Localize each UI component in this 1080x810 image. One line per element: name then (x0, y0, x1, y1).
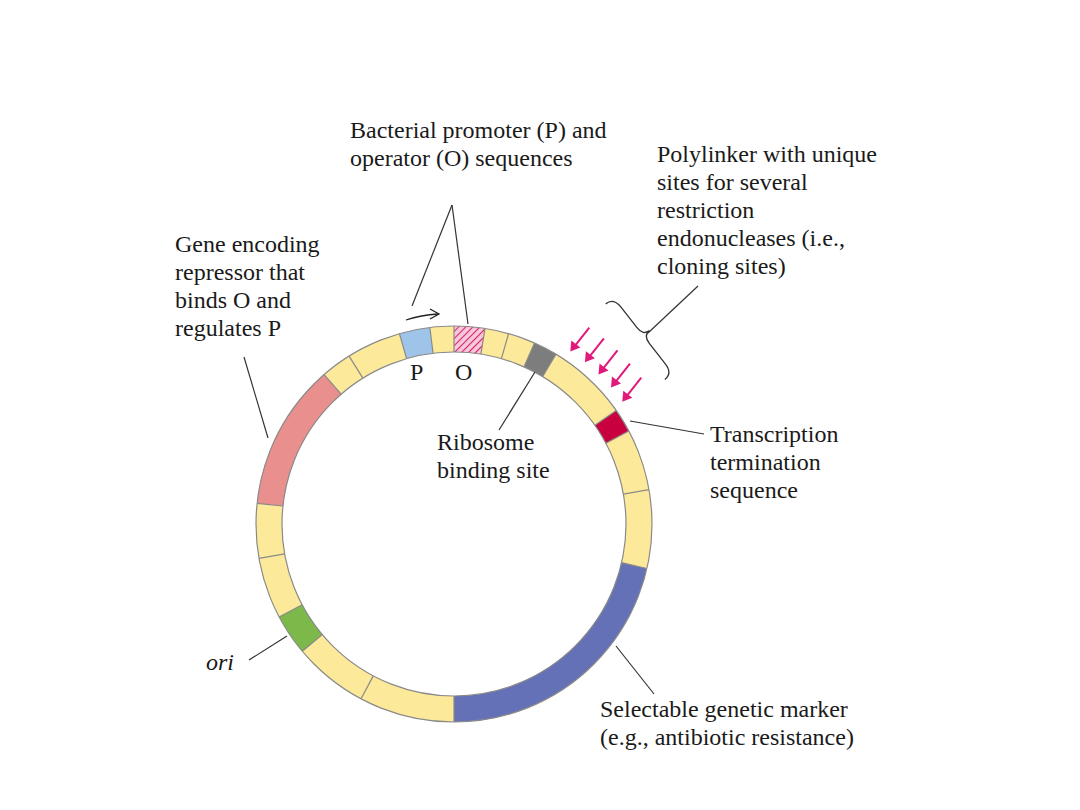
plasmid-backbone (269, 339, 639, 709)
callout-label: Ribosome binding site (437, 428, 555, 484)
segment-divider (430, 327, 433, 353)
segment-divider (481, 328, 485, 354)
terminator-segment (606, 418, 618, 437)
leader-lines (244, 205, 704, 694)
segment-divider (623, 490, 649, 495)
operator-segment (454, 339, 483, 341)
ribosome-binding-segment (529, 355, 549, 365)
segment-divider (302, 635, 322, 652)
plasmid-ring (269, 339, 639, 709)
segment-divider (279, 605, 302, 617)
promoter-segment (403, 340, 431, 346)
segment-divider (543, 354, 556, 376)
callout-label: Gene encoding repressor that binds O and… (175, 230, 351, 342)
segment-letter: P (410, 358, 423, 386)
callout-label: Polylinker with unique sites for several… (657, 140, 879, 280)
polylinker-brace (606, 293, 679, 380)
cloning-arrow (615, 364, 630, 383)
ring-outline (256, 326, 652, 722)
segment-divider (324, 375, 341, 395)
callout-label: ori (206, 648, 234, 676)
segment-divider (595, 410, 616, 425)
ring-outline (282, 352, 626, 696)
callout-label: Transcription termination sequence (710, 420, 875, 504)
transcription-arrow (406, 309, 439, 320)
segment-divider (501, 334, 508, 359)
cloning-arrow (589, 338, 604, 357)
segment-divider (453, 696, 454, 722)
segment-letter: O (455, 358, 472, 386)
segment-divider (259, 554, 285, 559)
cloning-arrow (626, 378, 641, 397)
cloning-arrowhead (598, 363, 608, 374)
callout-label: Bacterial promoter (P) and operator (O) … (350, 116, 612, 172)
cloning-arrowhead (570, 341, 580, 352)
callout-label: Selectable genetic marker (e.g., antibio… (600, 695, 858, 751)
segment-divider (399, 334, 406, 359)
cloning-arrowhead (611, 377, 621, 388)
cloning-arrowhead (585, 351, 595, 362)
segment-divider (606, 431, 629, 443)
segment-divider (622, 563, 647, 569)
cloning-arrow (602, 350, 617, 369)
cloning-site-arrows (570, 328, 641, 402)
segment-divider (257, 503, 283, 506)
segment-divider (349, 356, 363, 378)
selectable-marker-segment (454, 566, 634, 709)
cloning-arrow (574, 328, 589, 347)
segment-divider (524, 343, 535, 367)
segment-divider (453, 326, 454, 352)
cloning-arrowhead (622, 391, 632, 402)
segment-divider (361, 676, 373, 699)
